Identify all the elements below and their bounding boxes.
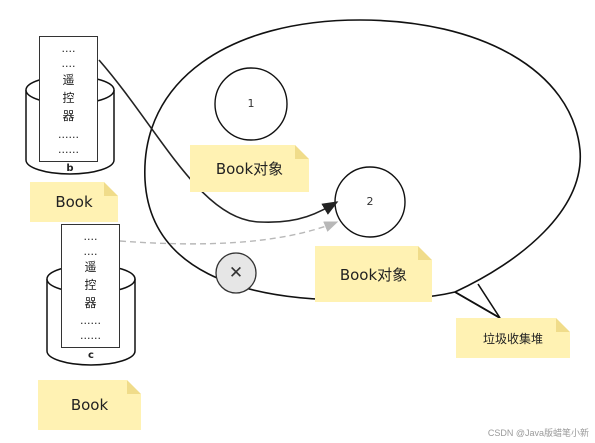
remote-b: .... .... 遥 控 器 ...... ......: [39, 36, 98, 162]
object-1-circle: [214, 67, 288, 141]
watermark: CSDN @Java版蜡笔小新: [487, 428, 589, 438]
remote-c-line-4: 器: [84, 295, 97, 310]
note-book-b: Book: [30, 182, 118, 222]
remote-c: .... .... 遥 控 器 ...... ......: [61, 224, 120, 348]
unreachable-cross-icon: ✕: [228, 263, 244, 283]
remote-b-line-1: ....: [61, 57, 76, 71]
remote-c-line-3: 控: [84, 278, 97, 293]
unreachable-circle: [215, 252, 257, 294]
remote-b-line-2: 遥: [62, 72, 75, 87]
remote-b-line-5: ......: [58, 127, 79, 141]
remote-b-line-6: ......: [58, 142, 79, 156]
remote-c-line-6: ......: [80, 328, 101, 342]
note-heap-label: 垃圾收集堆: [456, 318, 570, 358]
note-book-c: Book: [38, 380, 141, 430]
remote-c-line-0: ....: [83, 230, 98, 243]
cylinder-c-label: c: [88, 350, 94, 361]
remote-c-line-5: ......: [80, 313, 101, 327]
remote-b-line-4: 器: [62, 109, 75, 124]
remote-c-line-1: ....: [83, 245, 98, 259]
remote-b-line-0: ....: [61, 42, 76, 55]
remote-c-line-2: 遥: [84, 260, 97, 275]
note-object-1: Book对象: [190, 145, 309, 192]
cylinder-b-label: b: [66, 163, 74, 174]
remote-b-line-3: 控: [62, 91, 75, 106]
reference-arrow-b: [98, 59, 339, 223]
note-object-2: Book对象: [315, 246, 432, 302]
object-1-number: 1: [247, 97, 255, 110]
object-2-number: 2: [366, 195, 374, 208]
